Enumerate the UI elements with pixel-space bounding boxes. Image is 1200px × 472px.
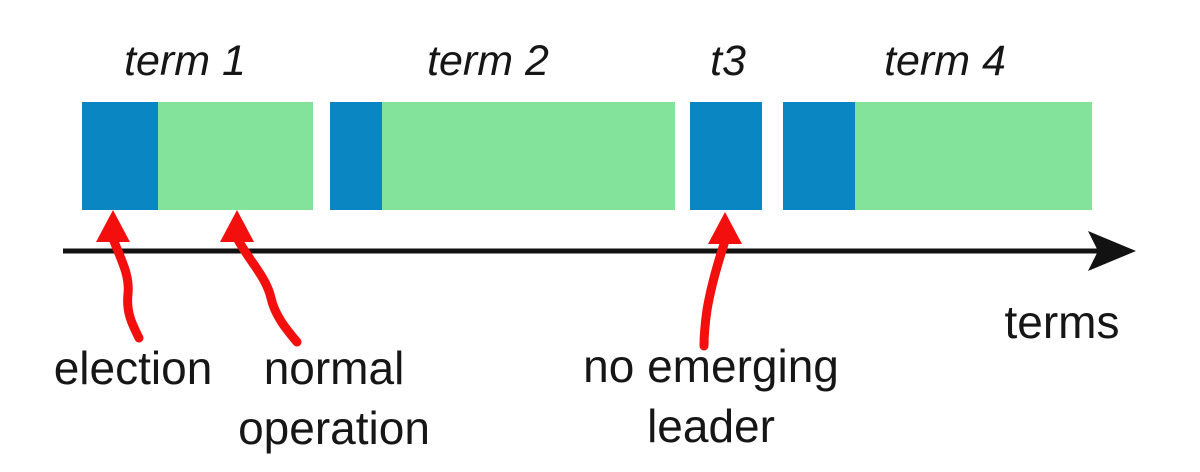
term-1-label: term 1 <box>124 37 246 85</box>
term-3-election-segment <box>690 102 762 210</box>
time-axis-arrowhead-icon <box>1088 231 1136 271</box>
term-4-election-segment <box>783 102 855 210</box>
term-2-normal-operation-segment <box>382 102 675 210</box>
axis-label-terms: terms <box>1004 296 1120 348</box>
term-3-label: t3 <box>710 37 746 85</box>
term-2-election-segment <box>330 102 382 210</box>
term-4-label: term 4 <box>884 37 1006 85</box>
term-4-bar <box>783 102 1092 210</box>
term-1-normal-operation-segment <box>158 102 313 210</box>
term-3-bar <box>690 102 762 210</box>
term-2-label: term 2 <box>427 37 549 85</box>
term-4-normal-operation-segment <box>855 102 1092 210</box>
election-caption: election <box>53 342 213 394</box>
no-emerging-leader-caption: no emerging leader <box>583 340 839 452</box>
term-1-bar <box>82 102 313 210</box>
normal-operation-pointer-arrow-icon <box>220 210 302 347</box>
normal-operation-caption: normal operation <box>238 342 430 454</box>
election-pointer-arrow-icon <box>96 210 144 343</box>
term-1-election-segment <box>82 102 158 210</box>
time-axis-arrow <box>63 231 1136 271</box>
term-2-bar <box>330 102 675 210</box>
no-emerging-leader-pointer-arrow-icon <box>699 212 742 351</box>
